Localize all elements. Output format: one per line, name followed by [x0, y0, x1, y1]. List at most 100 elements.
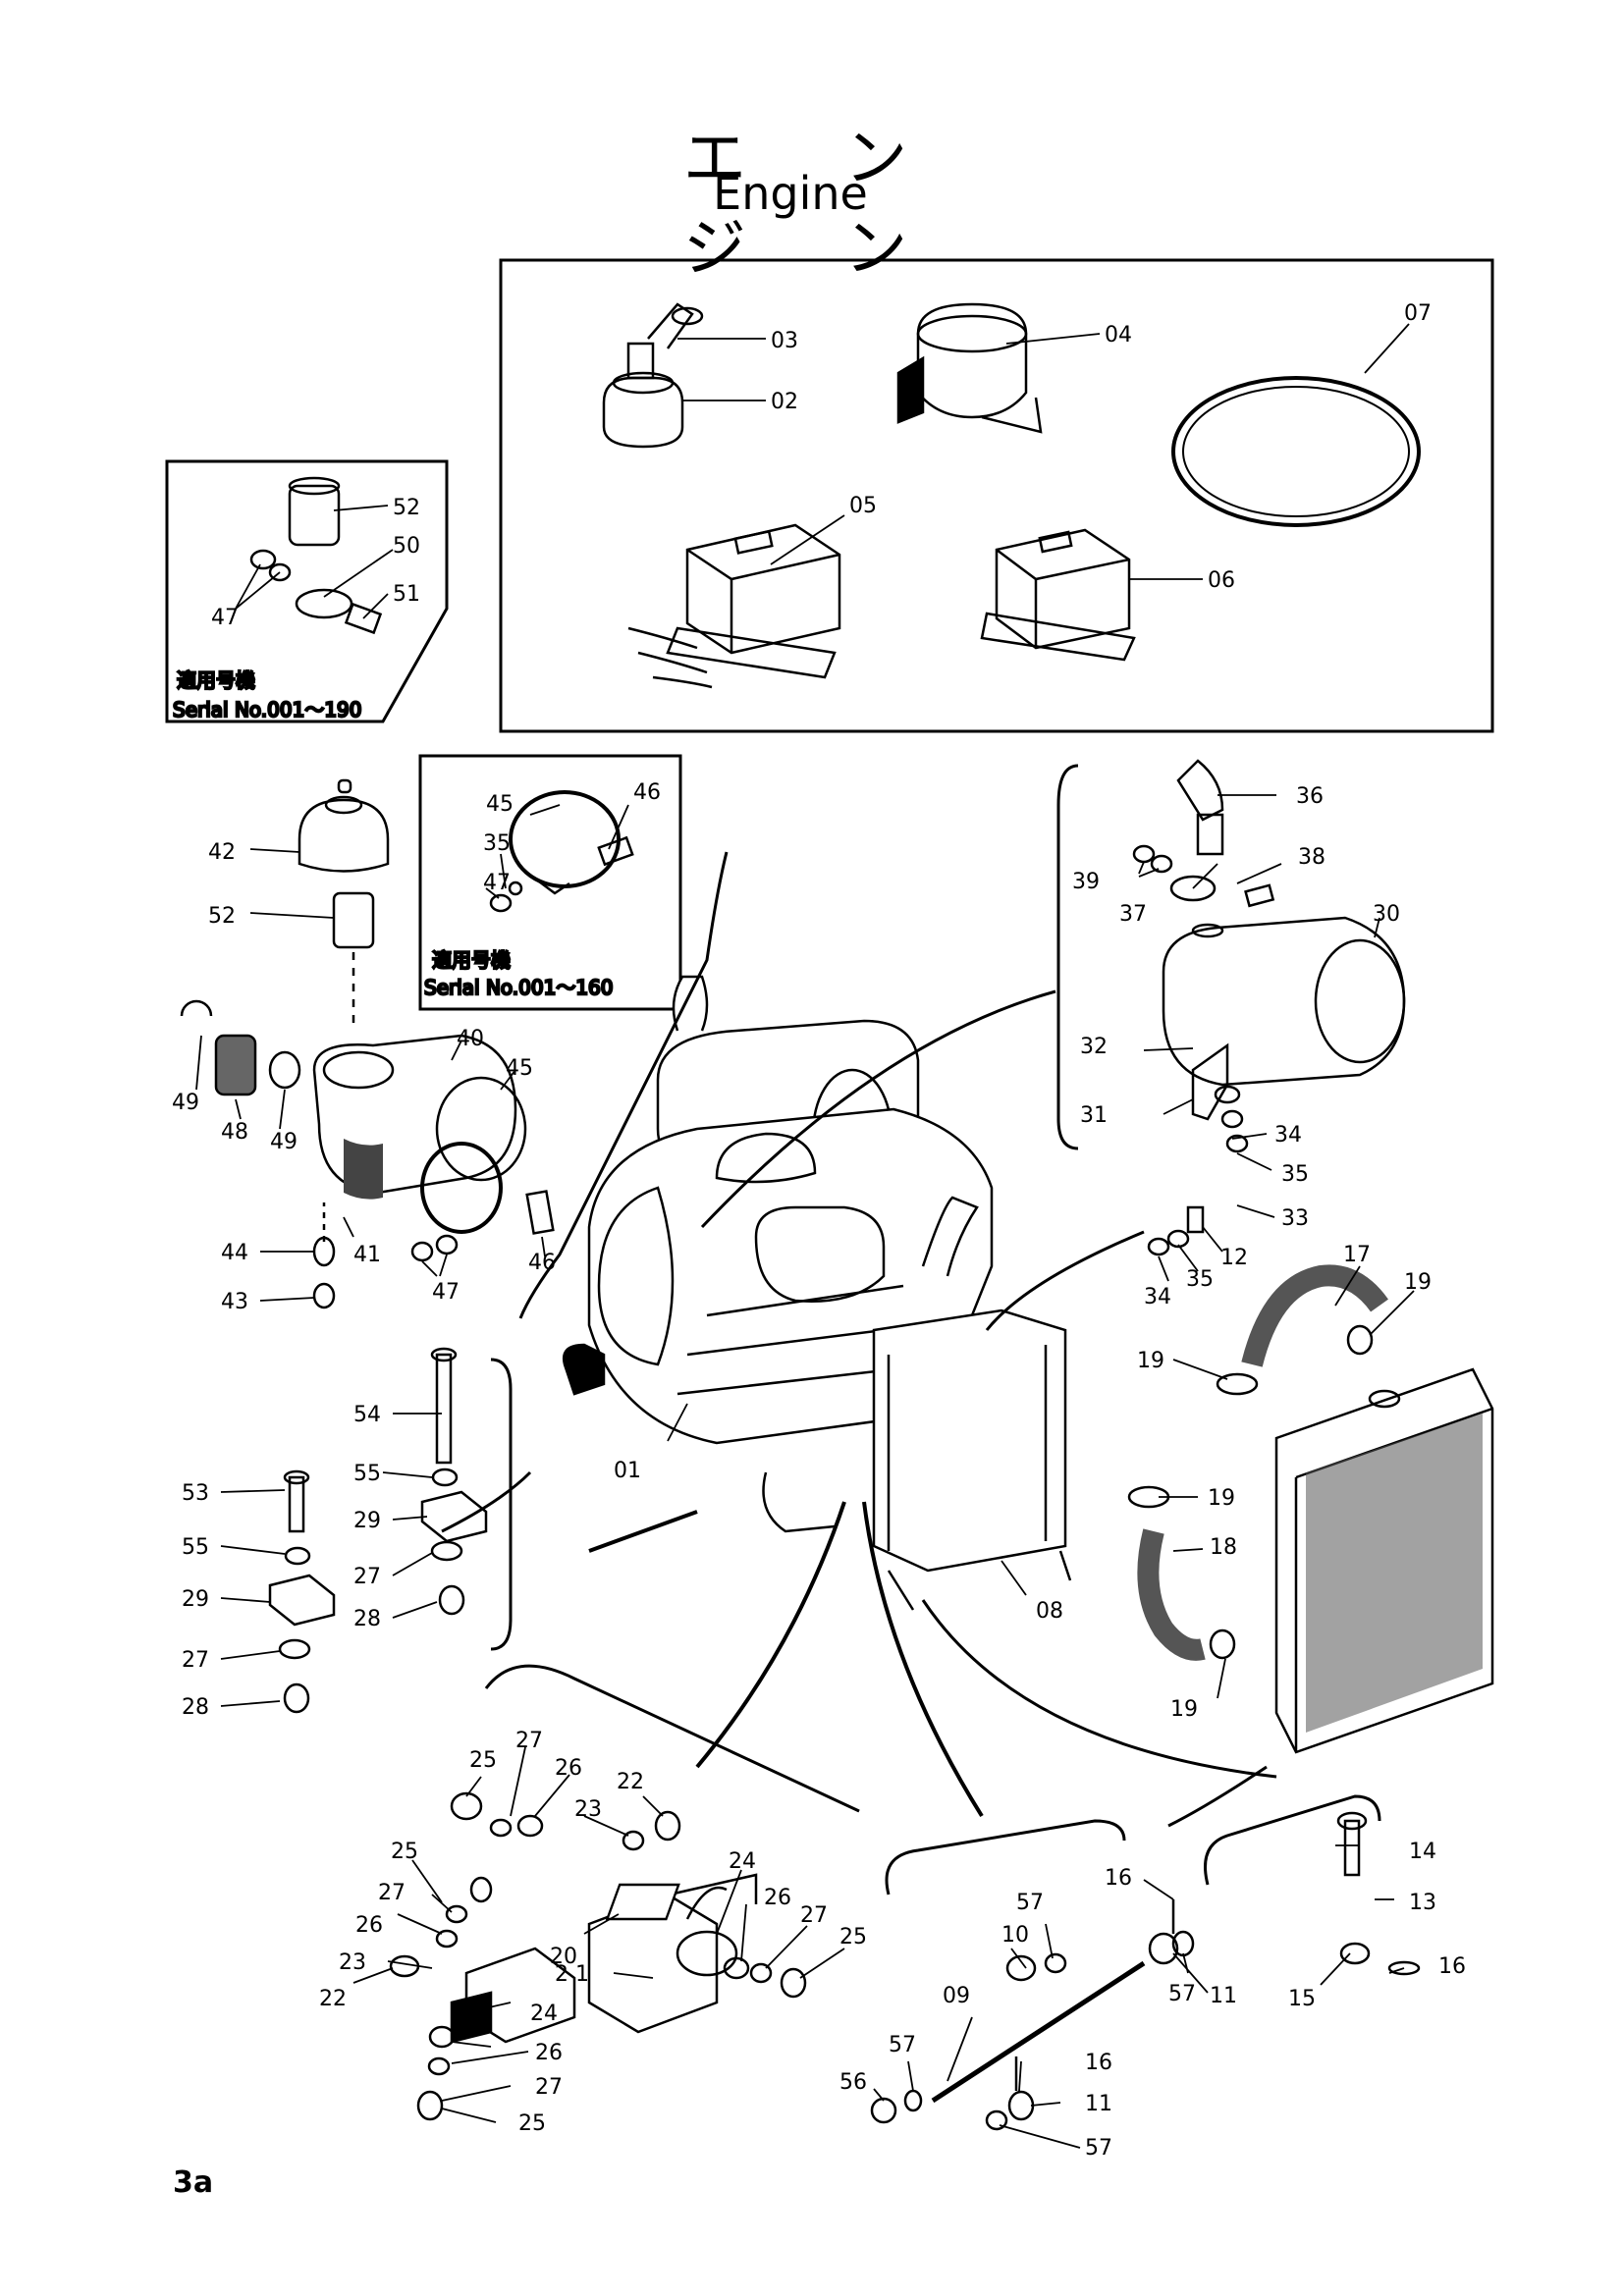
muffler-assembly: [1132, 759, 1406, 1256]
label-15: 15: [1288, 1987, 1316, 2011]
label-09: 09: [943, 1984, 970, 2008]
label-51: 51: [393, 582, 420, 607]
label-35-inset: 35: [483, 831, 511, 856]
label-40: 40: [457, 1027, 484, 1051]
label-29-a: 29: [353, 1509, 381, 1533]
label-57-b: 57: [1168, 1982, 1196, 2006]
label-47-inset-a: 47: [211, 606, 239, 630]
serial-note-label-b: 適用号機: [432, 948, 511, 972]
lower-hose: [1127, 1485, 1236, 1661]
grouping-braces: [441, 764, 1381, 1896]
label-18: 18: [1210, 1535, 1237, 1560]
label-25-b: 25: [839, 1925, 867, 1949]
label-26-b: 26: [764, 1886, 791, 1910]
label-19-a: 19: [1404, 1270, 1432, 1295]
label-36: 36: [1296, 784, 1324, 809]
label-47-inset-b: 47: [483, 871, 511, 895]
label-38: 38: [1298, 845, 1325, 870]
label-16-b: 16: [1085, 2051, 1112, 2075]
label-11-b: 11: [1085, 2092, 1112, 2116]
label-27-d: 27: [800, 1903, 828, 1928]
label-57-d: 57: [1085, 2136, 1112, 2161]
radiator-on-engine: [872, 1308, 1072, 1611]
label-23-b: 23: [339, 1950, 366, 1975]
label-25-c: 25: [391, 1840, 418, 1864]
page-title-japanese: エ ン ジ ン: [682, 123, 947, 286]
label-29-b: 29: [182, 1587, 209, 1612]
label-41: 41: [353, 1243, 381, 1267]
page-title: Engine: [713, 167, 868, 220]
label-27-b: 27: [182, 1648, 209, 1673]
label-22-a: 22: [617, 1770, 644, 1794]
label-55-b: 55: [182, 1535, 209, 1560]
label-24-a: 24: [729, 1849, 756, 1874]
label-27-e: 27: [378, 1881, 406, 1905]
serial-note-label-a: 適用号機: [177, 668, 255, 692]
label-39: 39: [1072, 870, 1100, 894]
label-25-a: 25: [469, 1748, 497, 1773]
label-20: 20: [550, 1945, 577, 1969]
label-22-b: 22: [319, 1987, 347, 2011]
radiator: [1274, 1367, 1494, 1754]
label-19-c: 19: [1208, 1486, 1235, 1511]
label-57-a: 57: [1016, 1891, 1044, 1915]
label-33: 33: [1281, 1206, 1309, 1231]
fan-belt: [1171, 376, 1421, 527]
label-35-c: 35: [1186, 1267, 1214, 1292]
label-43: 43: [221, 1290, 248, 1314]
label-07: 07: [1404, 301, 1432, 326]
leader-lines: [195, 323, 1415, 2149]
label-26-c: 26: [355, 1913, 383, 1938]
label-27-a: 27: [353, 1565, 381, 1589]
label-46: 46: [528, 1251, 556, 1275]
label-12: 12: [1220, 1246, 1248, 1270]
label-46-inset: 46: [633, 780, 661, 805]
label-52-inset: 52: [393, 496, 420, 520]
label-13: 13: [1409, 1891, 1436, 1915]
label-32: 32: [1080, 1035, 1108, 1059]
bracket-assembly: [389, 1791, 807, 2121]
label-23-a: 23: [574, 1797, 602, 1822]
label-27-c: 27: [515, 1729, 543, 1753]
label-45: 45: [506, 1056, 533, 1081]
upper-hose: [1216, 1264, 1388, 1396]
label-48: 48: [221, 1120, 248, 1145]
regulator-a: [627, 523, 841, 689]
label-45-inset: 45: [486, 792, 514, 817]
label-34-b: 34: [1144, 1285, 1171, 1309]
label-52: 52: [208, 904, 236, 929]
label-47: 47: [432, 1280, 460, 1305]
label-34-a: 34: [1274, 1123, 1302, 1148]
label-53: 53: [182, 1481, 209, 1506]
part-labels: 03 02 04 07 05 06 52 50 51 47 45 46 35 4…: [172, 301, 1466, 2161]
label-26-a: 26: [555, 1756, 582, 1781]
key-switch: [602, 302, 704, 449]
label-25-d: 25: [518, 2111, 546, 2136]
regulator-b: [980, 528, 1136, 662]
label-01: 01: [614, 1459, 641, 1483]
label-49-b: 49: [270, 1130, 298, 1154]
air-cleaner-assembly: [180, 778, 555, 1309]
label-24-b: 24: [530, 2002, 558, 2026]
serial-note-b: Serial No.001～160: [424, 976, 614, 999]
label-16-c: 16: [1438, 1954, 1466, 1979]
label-28-a: 28: [353, 1607, 381, 1631]
label-16-a: 16: [1105, 1866, 1132, 1891]
label-10: 10: [1001, 1923, 1029, 1948]
label-55-a: 55: [353, 1462, 381, 1486]
air-cleaner-cap-inset-box: [165, 459, 449, 723]
label-04: 04: [1105, 323, 1132, 347]
label-19-d: 19: [1170, 1697, 1198, 1722]
label-27-f: 27: [535, 2075, 563, 2100]
engine-mount-assembly: [268, 1347, 488, 1714]
label-28-b: 28: [182, 1695, 209, 1720]
electrical-inset-box: [499, 258, 1494, 733]
label-11-a: 11: [1210, 1984, 1237, 2008]
label-56: 56: [839, 2070, 867, 2095]
label-06: 06: [1208, 568, 1235, 593]
label-54: 54: [353, 1403, 381, 1427]
label-21: 2 1: [555, 1962, 589, 1987]
label-14: 14: [1409, 1840, 1436, 1864]
label-44: 44: [221, 1241, 248, 1265]
